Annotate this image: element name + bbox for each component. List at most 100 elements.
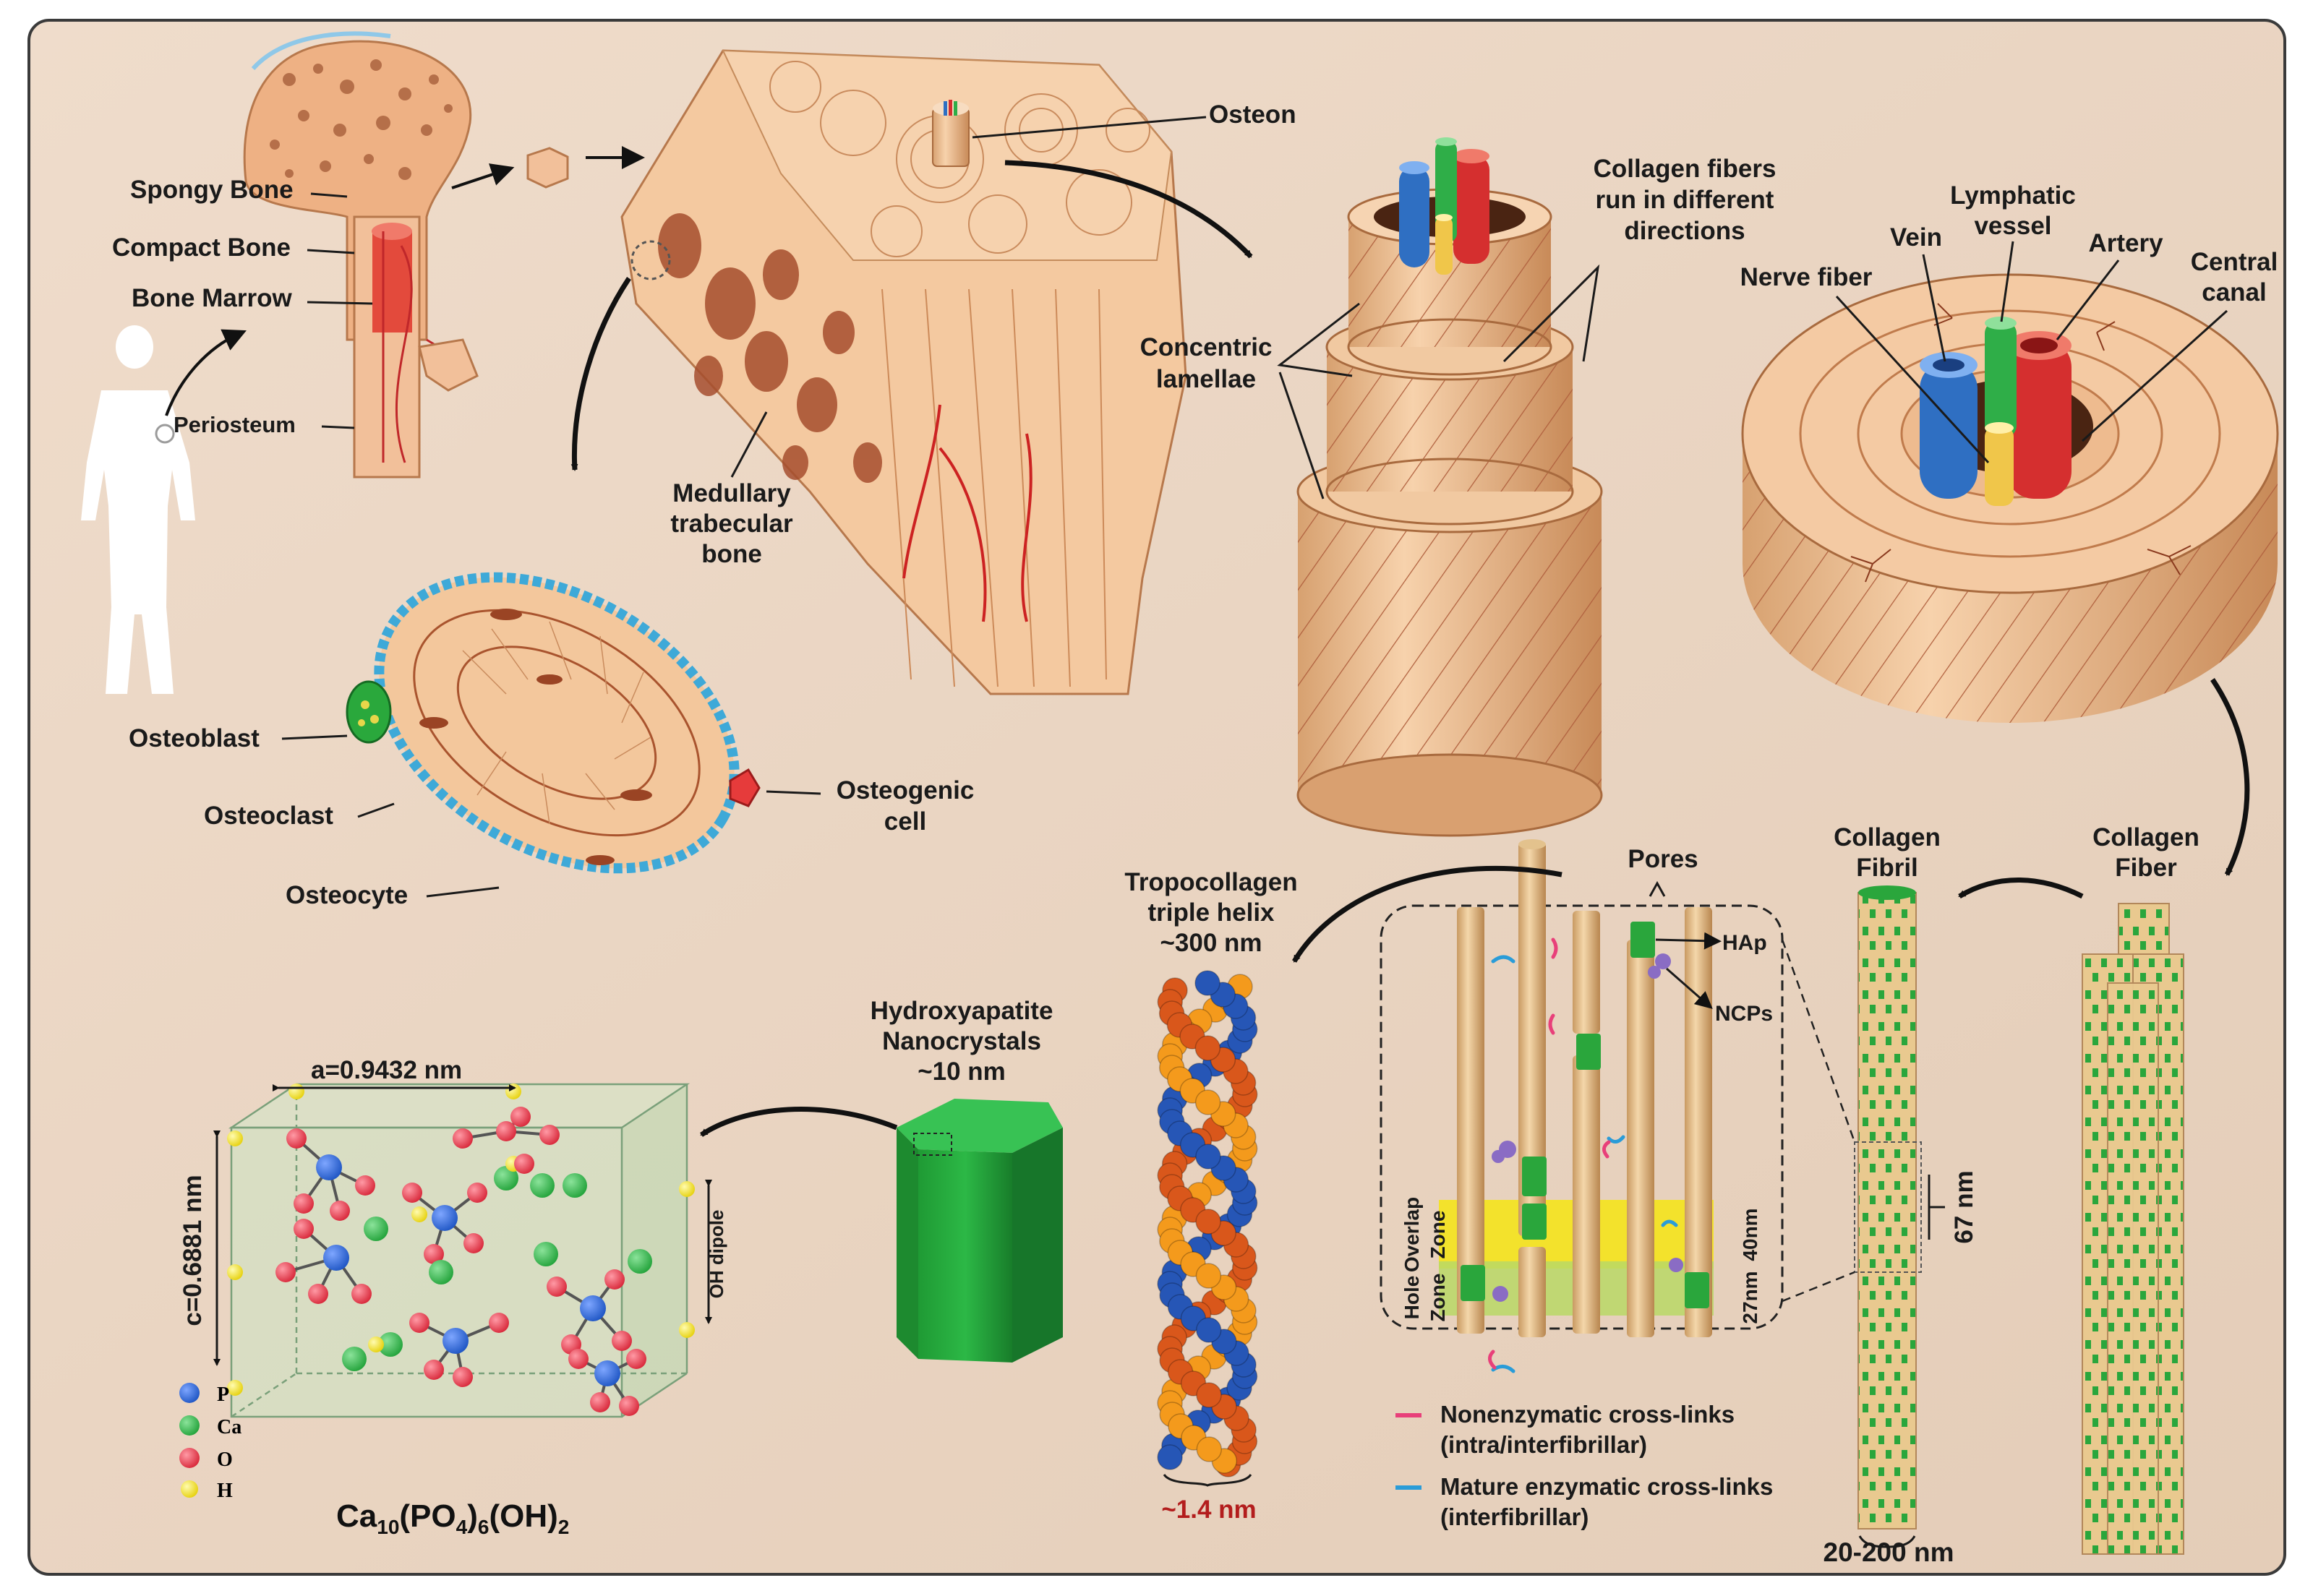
arrow-to-chunk — [451, 163, 515, 189]
atom-o — [424, 1360, 444, 1380]
label-diameter: 20-200 nm — [1824, 1537, 1954, 1567]
arrow-to-unit-cell — [700, 1107, 898, 1137]
atom-h — [679, 1322, 695, 1338]
atom-o — [294, 1193, 314, 1214]
atom-o — [467, 1183, 487, 1203]
label-central-2: canal — [2202, 278, 2267, 306]
bone-section-illustration — [620, 49, 1187, 695]
atom-o — [294, 1219, 314, 1239]
label-enzymatic-1: Mature enzymatic cross-links — [1440, 1473, 1773, 1500]
zoom-line-top — [1781, 939, 1856, 1143]
pointer-osteocyte — [426, 886, 500, 898]
label-osteogenic-2: cell — [884, 807, 926, 836]
label-osteocyte: Osteocyte — [286, 881, 408, 909]
atom-o — [496, 1121, 516, 1141]
atom-ca — [342, 1347, 367, 1371]
atom-legend: P Ca O H — [179, 1383, 241, 1502]
atom-o — [463, 1233, 484, 1253]
atom-ca — [429, 1260, 453, 1284]
atom-o — [286, 1128, 307, 1149]
legend-p: P — [217, 1383, 229, 1406]
atom-ca — [494, 1166, 518, 1190]
label-oh-dipole: OH dipole — [706, 1210, 727, 1299]
arrow-to-tropocollagen — [1292, 865, 1562, 963]
label-ncps: NCPs — [1715, 1002, 1773, 1026]
label-hap-title-2: Nanocrystals — [882, 1027, 1041, 1055]
label-spongy-bone: Spongy Bone — [130, 176, 294, 204]
helix-width-bracket — [1163, 1473, 1252, 1487]
pointer-central-canal — [2081, 309, 2228, 442]
label-central-1: Central — [2191, 248, 2278, 276]
label-vein: Vein — [1890, 223, 1942, 252]
label-osteoclast: Osteoclast — [204, 802, 333, 830]
label-hap-title-3: ~10 nm — [918, 1057, 1006, 1086]
atom-o — [539, 1125, 560, 1145]
atom-h — [411, 1206, 427, 1222]
pointer-medullary — [730, 411, 768, 478]
atom-p — [442, 1328, 469, 1354]
label-lymphatic-2: vessel — [1974, 212, 2051, 240]
atom-o — [489, 1313, 509, 1333]
atom-p — [432, 1205, 458, 1231]
bone-chunk — [526, 147, 569, 189]
label-c-param: c=0.6881 nm — [179, 1175, 207, 1326]
atom-o — [510, 1107, 531, 1127]
label-collagen-fibril-2: Fibril — [1856, 854, 1918, 882]
atom-o — [424, 1244, 444, 1264]
label-hole-1: Hole — [1401, 1276, 1423, 1320]
atom-o — [626, 1349, 646, 1369]
label-osteoblast: Osteoblast — [129, 724, 260, 752]
pointer-artery — [2056, 259, 2120, 340]
osteon-cross-section — [1741, 273, 2279, 723]
long-bone-illustration — [243, 31, 569, 479]
atom-o — [604, 1269, 625, 1290]
atom-ca — [534, 1242, 558, 1266]
atom-o — [619, 1396, 639, 1416]
label-enzymatic-2: (interfibrillar) — [1440, 1503, 1589, 1530]
atom-ca — [364, 1217, 388, 1241]
atom-o — [612, 1331, 632, 1351]
label-overlap-size: 40nm — [1739, 1208, 1761, 1261]
label-helix-width: ~1.4 nm — [1161, 1496, 1256, 1524]
atom-o — [275, 1262, 296, 1282]
legend-swatch-h — [181, 1480, 198, 1498]
label-collagen-fibril-1: Collagen — [1834, 823, 1941, 851]
chemical-formula: Ca10(PO4)6(OH)2 — [336, 1498, 569, 1538]
atom-h — [227, 1380, 243, 1396]
legend-swatch-p — [179, 1383, 200, 1403]
triple-helix — [1157, 970, 1258, 1477]
atom-o — [453, 1128, 473, 1149]
atom-o — [402, 1183, 422, 1203]
helix-bead — [1196, 1436, 1223, 1462]
pointer-concentric-b — [1278, 372, 1325, 499]
arrow-to-collagen-fibril — [1958, 878, 2084, 899]
legend-swatch-o — [179, 1448, 200, 1468]
label-period: 67 nm — [1950, 1170, 1978, 1243]
pointer-periosteum — [321, 425, 355, 429]
bone-cells-illustration — [346, 572, 761, 874]
label-nonenzymatic-1: Nonenzymatic cross-links — [1440, 1401, 1735, 1428]
label-periosteum: Periosteum — [174, 412, 296, 437]
label-hap: HAp — [1722, 931, 1767, 955]
label-fibers-3: directions — [1624, 217, 1745, 245]
atom-p — [594, 1360, 620, 1386]
label-medullary-2: trabecular — [670, 510, 793, 538]
atom-o — [409, 1313, 429, 1333]
label-overlap-1: Overlap — [1401, 1197, 1423, 1272]
helix-bead — [1194, 970, 1220, 996]
atom-p — [323, 1245, 349, 1271]
unit-cell-atoms — [227, 1084, 695, 1416]
label-osteon: Osteon — [1209, 100, 1296, 129]
label-concentric-1: Concentric — [1140, 333, 1273, 361]
collagen-fiber-bundle — [2082, 903, 2184, 1555]
atom-o — [351, 1284, 372, 1304]
atom-p — [316, 1154, 342, 1180]
label-collagen-fiber-1: Collagen — [2092, 823, 2199, 851]
helix-bead — [1195, 1263, 1222, 1289]
helix-bead — [1196, 1382, 1222, 1408]
label-artery: Artery — [2088, 229, 2163, 257]
atom-h — [505, 1084, 521, 1099]
pointer-osteoblast — [281, 734, 348, 740]
helix-bead — [1195, 1209, 1221, 1235]
